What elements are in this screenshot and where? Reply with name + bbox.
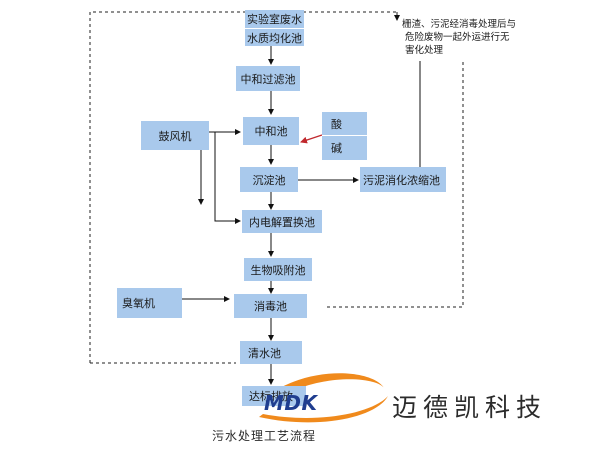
node-discharge: 达标排放 — [242, 386, 306, 406]
logo-mark: MDK — [264, 391, 318, 415]
node-sedimentation-tank: 沉淀池 — [240, 167, 298, 192]
sludge-disposal-note: 栅渣、污泥经消毒处理后与 危险废物一起外运进行无 害化处理 — [402, 18, 522, 61]
dashed-return-line-left — [89, 11, 397, 363]
node-lab-wastewater: 实验室废水 — [245, 10, 304, 29]
dashed-sludge-lines — [89, 11, 464, 364]
node-sludge-digestion-tank: 污泥消化浓缩池 — [360, 167, 446, 192]
node-bio-adsorption-tank: 生物吸附池 — [244, 258, 312, 281]
node-alkali: 碱 — [322, 136, 367, 160]
node-acid: 酸 — [322, 112, 367, 136]
node-disinfection-tank: 消毒池 — [234, 294, 307, 318]
node-micro-electrolysis-tank: 内电解置换池 — [242, 210, 322, 233]
arrow-acid-alkali-dosing — [300, 134, 323, 144]
node-blower: 鼓风机 — [141, 121, 209, 150]
note-line-2: 危险废物一起外运进行无 — [405, 32, 510, 43]
note-line-1: 栅渣、污泥经消毒处理后与 — [402, 19, 517, 30]
node-neutralization-filter-tank: 中和过滤池 — [236, 66, 300, 91]
arrow-blower-to-electrolysis — [209, 131, 241, 224]
node-neutralization-tank: 中和池 — [243, 117, 299, 145]
node-equalization-tank: 水质均化池 — [245, 29, 304, 46]
node-ozone-generator: 臭氧机 — [117, 288, 182, 318]
note-line-3: 害化处理 — [405, 45, 444, 56]
node-clear-water-tank: 清水池 — [240, 341, 302, 364]
company-name: 迈德凯科技 — [392, 393, 548, 422]
diagram-caption: 污水处理工艺流程 — [212, 429, 317, 443]
